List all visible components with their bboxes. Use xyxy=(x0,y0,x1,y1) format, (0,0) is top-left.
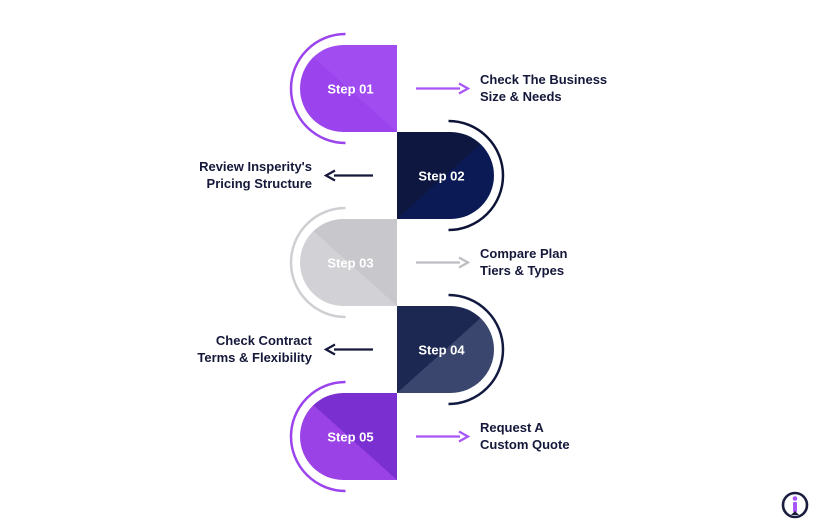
step-5: Step 05 xyxy=(289,380,471,493)
step-description-line: Compare Plan xyxy=(480,245,568,261)
step-arrow xyxy=(416,82,471,95)
step-description-line: Review Insperity's xyxy=(199,158,312,174)
step-label: Step 04 xyxy=(418,343,465,358)
step-label: Step 03 xyxy=(327,256,373,271)
step-arrow xyxy=(416,430,471,443)
step-1: Step 01 xyxy=(289,32,471,145)
step-label: Step 02 xyxy=(418,169,464,184)
step-shape xyxy=(300,393,397,480)
step-arrow xyxy=(323,343,373,356)
step-label: Step 05 xyxy=(327,430,373,445)
step-2: Step 02 xyxy=(323,119,505,232)
step-arc xyxy=(289,380,346,493)
step-arrow xyxy=(416,256,471,269)
brand-logo-icon xyxy=(781,491,809,519)
step-shape xyxy=(300,45,397,132)
step-arrow xyxy=(323,169,373,182)
step-description-line: Check Contract xyxy=(215,332,312,348)
step-arc xyxy=(289,32,346,145)
step-arc xyxy=(448,119,505,232)
step-description-line: Pricing Structure xyxy=(206,175,312,191)
step-description-line: Tiers & Types xyxy=(480,262,565,278)
step-description-line: Size & Needs xyxy=(480,88,562,104)
step-arc xyxy=(289,206,346,319)
step-3: Step 03 xyxy=(289,206,471,319)
step-description-line: Request A xyxy=(480,419,544,435)
step-description-line: Check The Business xyxy=(480,71,608,87)
step-arc xyxy=(448,293,505,406)
step-description-line: Terms & Flexibility xyxy=(197,349,312,365)
step-4: Step 04 xyxy=(323,293,505,406)
step-shape xyxy=(397,132,494,219)
step-label: Step 01 xyxy=(327,82,373,97)
step-description-line: Custom Quote xyxy=(480,436,570,452)
step-shape xyxy=(397,306,494,393)
step-shape xyxy=(300,219,397,306)
